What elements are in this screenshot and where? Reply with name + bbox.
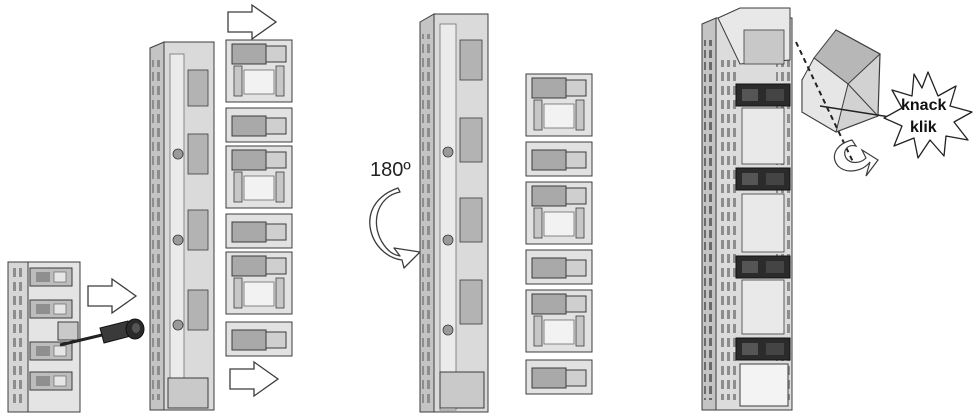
- assembled-rail: [701, 7, 793, 411]
- callout-line: [819, 105, 897, 119]
- frame-rail-1: [149, 41, 215, 411]
- frame-rail-2: [419, 13, 489, 413]
- starburst-icon: [883, 71, 973, 159]
- rotate-arrow-icon: [833, 139, 879, 177]
- base-rail-left: [7, 261, 81, 413]
- burst-label-line1: knack: [901, 97, 946, 114]
- module-stack-1: [225, 39, 293, 357]
- rotation-label: 180º: [370, 159, 411, 181]
- screwdriver-icon: [59, 318, 145, 347]
- snap-cover: [801, 29, 881, 133]
- rotate-arrow-icon: [369, 187, 421, 269]
- arrow-right-icon: [87, 277, 138, 315]
- arrow-right-icon: [227, 3, 278, 41]
- module-stack-2: [525, 73, 593, 395]
- burst-label-line2: klik: [910, 119, 937, 136]
- arrow-right-icon: [229, 360, 280, 398]
